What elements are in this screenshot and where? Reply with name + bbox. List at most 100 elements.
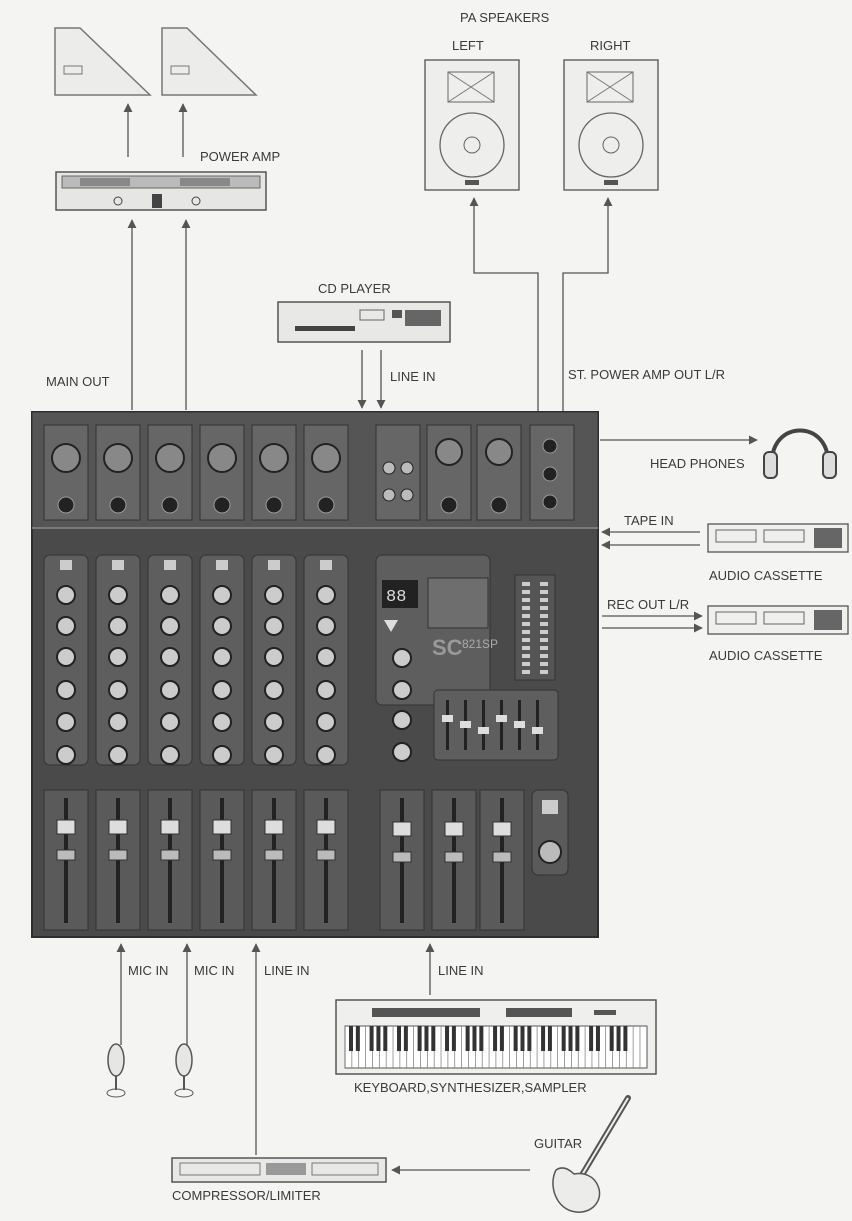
channel-knob: [264, 712, 284, 732]
line-in-comp-label: LINE IN: [264, 963, 310, 978]
audio-cassette-2-label: AUDIO CASSETTE: [709, 648, 823, 663]
channel-knob: [56, 647, 76, 667]
compressor-limiter: [171, 1157, 387, 1183]
channel-knob: [160, 616, 180, 636]
effects-panel: 88: [375, 554, 491, 762]
pa-speaker-right: [563, 59, 659, 191]
headphones-icon: [763, 428, 837, 479]
channel-knob: [108, 712, 128, 732]
right-speaker-label: RIGHT: [590, 38, 631, 53]
channel-knob: [316, 680, 336, 700]
line-input-jack: [161, 496, 179, 514]
channel-knob: [212, 647, 232, 667]
wedge-speaker-left: [54, 27, 152, 96]
power-amp-label: POWER AMP: [200, 149, 280, 164]
wedge-speaker-right: [161, 27, 258, 96]
channel-fader-cap: [316, 819, 336, 835]
channel-fader-cap: [56, 819, 76, 835]
channel-knob: [212, 745, 232, 765]
channel-knob: [316, 745, 336, 765]
left-speaker-label: LEFT: [452, 38, 484, 53]
cd-player: [277, 301, 451, 343]
channel-knob: [264, 585, 284, 605]
channel-knob: [212, 712, 232, 732]
eq-slider-cap: [442, 715, 453, 722]
eq-slider-cap: [496, 715, 507, 722]
xlr-input-jack: [259, 443, 289, 473]
main-xlr-outputs: [426, 424, 522, 521]
line-input-jack: [265, 496, 283, 514]
head-phones-label: HEAD PHONES: [650, 456, 745, 471]
master-fader-cap: [392, 821, 412, 837]
channel-knob: [56, 585, 76, 605]
channel-fader-cap: [264, 819, 284, 835]
graphic-eq: [433, 689, 559, 761]
line-input-jack: [57, 496, 75, 514]
keyboard-synthesizer: [335, 999, 657, 1075]
channel-fader-cap: [108, 819, 128, 835]
xlr-input-jack: [207, 443, 237, 473]
channel-knob: [264, 647, 284, 667]
keyboard-label: KEYBOARD,SYNTHESIZER,SAMPLER: [354, 1080, 587, 1095]
xlr-input-jack: [103, 443, 133, 473]
channel-knob: [212, 585, 232, 605]
input-channel-strip: [199, 424, 245, 931]
level-meter: [514, 574, 556, 681]
mixer-logo-text: SC: [432, 635, 463, 660]
pa-speakers-label: PA SPEAKERS: [460, 10, 550, 25]
channel-knob: [56, 680, 76, 700]
line-input-jack: [109, 496, 127, 514]
channel-knob: [56, 745, 76, 765]
channel-knob: [316, 712, 336, 732]
audio-cassette-1: [707, 523, 849, 553]
channel-knob: [108, 647, 128, 667]
line-input-jack: [213, 496, 231, 514]
input-channel-strip: [95, 424, 141, 931]
eq-slider-cap: [514, 721, 525, 728]
channel-knob: [108, 680, 128, 700]
master-faders: [379, 789, 525, 931]
channel-knob: [160, 680, 180, 700]
input-channel-strip: [303, 424, 349, 931]
channel-knob: [212, 680, 232, 700]
channel-knob: [160, 712, 180, 732]
phones-amp-outputs: [529, 424, 575, 521]
rec-out-label: REC OUT L/R: [607, 597, 689, 612]
microphone-2-icon: [174, 1043, 194, 1098]
channel-knob: [160, 745, 180, 765]
master-fader-cap: [492, 821, 512, 837]
channel-knob: [264, 745, 284, 765]
input-channel-strip: [251, 424, 297, 931]
microphone-1-icon: [106, 1043, 126, 1098]
master-fader-cap: [444, 821, 464, 837]
xlr-input-jack: [311, 443, 341, 473]
effects-display: 88: [386, 588, 406, 607]
input-channel-strip: [147, 424, 193, 931]
channel-knob: [160, 647, 180, 667]
channel-knob: [316, 616, 336, 636]
channel-knob: [108, 745, 128, 765]
audio-cassette-1-label: AUDIO CASSETTE: [709, 568, 823, 583]
mixer-input-strips: [43, 424, 349, 931]
guitar-label: GUITAR: [534, 1136, 582, 1151]
rca-inputs: [375, 424, 421, 521]
phones-control: [531, 789, 569, 876]
mic-in-2-label: MIC IN: [194, 963, 234, 978]
channel-knob: [160, 585, 180, 605]
xlr-input-jack: [51, 443, 81, 473]
tape-in-label: TAPE IN: [624, 513, 674, 528]
channel-knob: [56, 712, 76, 732]
mixer-logo: SC 821SP: [432, 635, 498, 660]
channel-knob: [264, 680, 284, 700]
channel-knob: [316, 585, 336, 605]
channel-knob: [108, 616, 128, 636]
channel-knob: [212, 616, 232, 636]
mixer-model-text: 821SP: [462, 637, 498, 651]
input-channel-strip: [43, 424, 89, 931]
main-out-label: MAIN OUT: [46, 374, 110, 389]
line-input-jack: [317, 496, 335, 514]
mic-in-1-label: MIC IN: [128, 963, 168, 978]
compressor-label: COMPRESSOR/LIMITER: [172, 1188, 321, 1203]
channel-fader-cap: [160, 819, 180, 835]
